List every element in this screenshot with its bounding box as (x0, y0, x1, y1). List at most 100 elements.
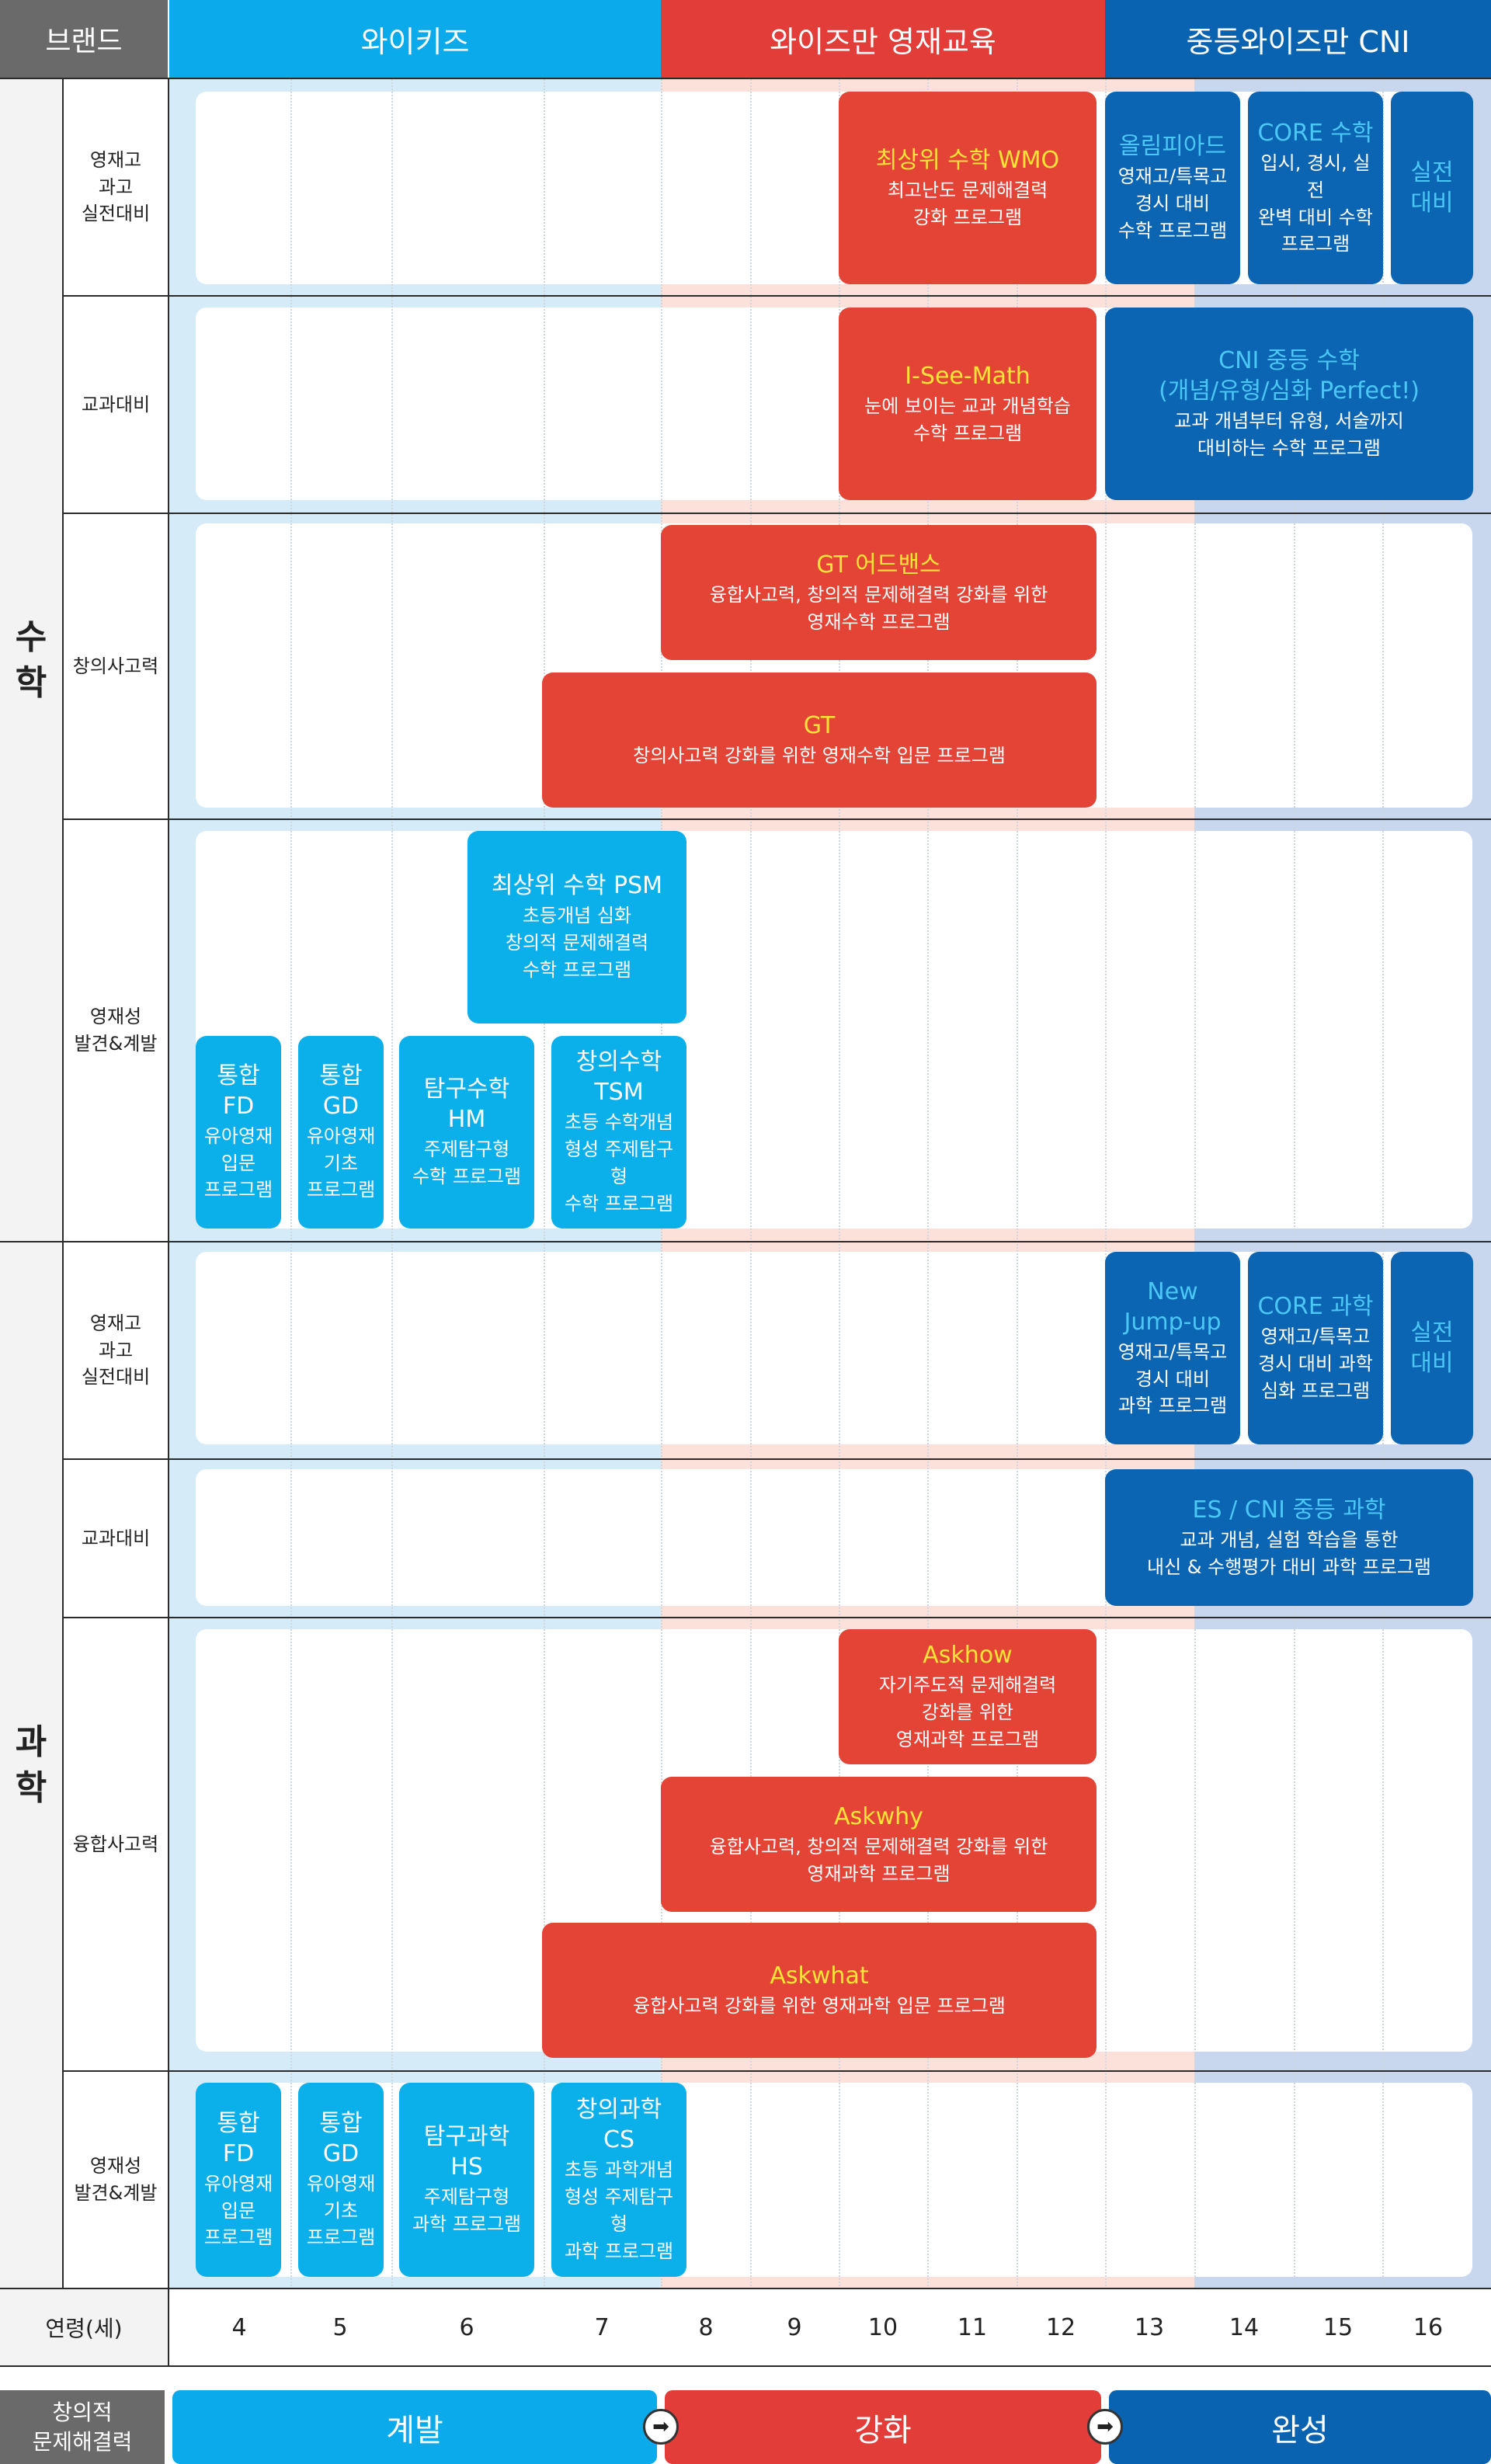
program-title: Askhow (923, 1642, 1013, 1670)
program-gt-advance[interactable]: GT 어드밴스 융합사고력, 창의적 문제해결력 강화를 위한 영재수학 프로그… (661, 525, 1097, 660)
category-cell: 교과대비 (64, 297, 168, 513)
category-cell: 영재고 과고 실전대비 (64, 79, 168, 295)
program-i-see-math[interactable]: I-See-Math 눈에 보이는 교과 개념학습 수학 프로그램 (839, 308, 1097, 500)
program-core-math[interactable]: CORE 수학 입시, 경시, 실전 완벽 대비 수학 프로그램 (1248, 92, 1383, 284)
program-title: 최상위 수학 WMO (875, 146, 1060, 174)
divider-horizontal (64, 1458, 1491, 1460)
program-es-cni-science[interactable]: ES / CNI 중등 과학 교과 개념, 실험 학습을 통한 내신 & 수행평… (1105, 1469, 1473, 1606)
header-wisemann: 와이즈만 영재교육 (661, 0, 1105, 78)
age-5: 5 (332, 2313, 348, 2341)
program-hs[interactable]: 탐구과학 HS 주제탐구형 과학 프로그램 (399, 2083, 534, 2277)
program-title: Askwhy (834, 1802, 923, 1830)
subject-science-cell: 과 학 (0, 1242, 62, 2288)
age-9: 9 (787, 2313, 802, 2341)
program-title: CORE 과학 (1257, 1293, 1374, 1321)
program-title: 실전 대비 (1410, 159, 1454, 217)
program-askhow[interactable]: Askhow 자기주도적 문제해결력 강화를 위한 영재과학 프로그램 (839, 1629, 1097, 1764)
program-desc: 융합사고력, 창의적 문제해결력 강화를 위한 영재과학 프로그램 (709, 1835, 1048, 1885)
program-desc: 유아영재 기초 프로그램 (306, 2172, 376, 2249)
grid-line (1017, 79, 1018, 2289)
subject-math-cell: 수 학 (0, 79, 62, 1241)
program-wmo[interactable]: 최상위 수학 WMO 최고난도 문제해결력 강화 프로그램 (839, 92, 1097, 284)
age-14: 14 (1229, 2313, 1260, 2341)
category-cell: 융합사고력 (64, 1618, 168, 2070)
program-practice-math[interactable]: 실전 대비 (1391, 92, 1473, 284)
footer-label: 창의적 문제해결력 (0, 2390, 165, 2464)
program-title: 탐구과학 HS (423, 2123, 510, 2181)
age-row-label: 연령(세) (0, 2289, 168, 2365)
program-olympiad[interactable]: 올림피아드 영재고/특목고 경시 대비 수학 프로그램 (1105, 92, 1240, 284)
category-math-textbook: 교과대비 (81, 393, 151, 415)
program-title: GT (803, 712, 836, 740)
age-11: 11 (957, 2313, 988, 2341)
grid-line (544, 79, 545, 2289)
program-desc: 영재고/특목고 경시 대비 과학 프로그램 (1117, 1340, 1228, 1417)
arrow-right-icon: ➡ (643, 2409, 679, 2445)
program-math-fd[interactable]: 통합 FD 유아영재 입문 프로그램 (196, 1036, 281, 1229)
divider-horizontal (64, 818, 1491, 820)
program-desc: 유아영재 입문 프로그램 (203, 1124, 273, 1201)
program-desc: 주제탐구형 과학 프로그램 (412, 2186, 522, 2235)
stage-strengthen: 강화 (665, 2390, 1101, 2464)
program-new-jump-up[interactable]: New Jump-up 영재고/특목고 경시 대비 과학 프로그램 (1105, 1252, 1240, 1444)
program-title: 탐구수학 HM (423, 1076, 510, 1134)
program-title: CORE 수학 (1257, 119, 1374, 147)
divider-horizontal (64, 1617, 1491, 1618)
program-title: 창의수학 TSM (575, 1048, 662, 1107)
age-4: 4 (231, 2313, 247, 2341)
program-tsm[interactable]: 창의수학 TSM 초등 수학개념 형성 주제탐구형 수학 프로그램 (551, 1036, 686, 1229)
program-title: 실전 대비 (1410, 1319, 1454, 1377)
program-cs[interactable]: 창의과학 CS 초등 과학개념 형성 주제탐구형 과학 프로그램 (551, 2083, 686, 2277)
age-13: 13 (1134, 2313, 1165, 2341)
grid-line (1105, 79, 1107, 2289)
category-cell: 교과대비 (64, 1460, 168, 1617)
program-desc: 눈에 보이는 교과 개념학습 수학 프로그램 (864, 394, 1071, 444)
grid-line (750, 79, 752, 2289)
program-title: 올림피아드 (1119, 133, 1226, 161)
program-title: CNI 중등 수학 (개념/유형/심화 Perfect!) (1159, 347, 1420, 405)
program-title: New Jump-up (1124, 1277, 1222, 1336)
program-desc: 교과 개념부터 유형, 서술까지 대비하는 수학 프로그램 (1174, 410, 1404, 459)
program-title: 창의과학 CS (575, 2096, 662, 2154)
program-science-gd[interactable]: 통합 GD 유아영재 기초 프로그램 (298, 2083, 384, 2277)
category-cell: 영재성 발견&계발 (64, 820, 168, 1241)
program-psm[interactable]: 최상위 수학 PSM 초등개념 심화 창의적 문제해결력 수학 프로그램 (467, 831, 686, 1023)
program-gt[interactable]: GT 창의사고력 강화를 위한 영재수학 입문 프로그램 (542, 672, 1097, 808)
program-desc: 주제탐구형 수학 프로그램 (412, 1138, 522, 1187)
category-sci-prep: 영재고 과고 실전대비 (81, 1312, 151, 1388)
row-panel-math-gifted (196, 831, 1472, 1229)
program-desc: 융합사고력, 창의적 문제해결력 강화를 위한 영재수학 프로그램 (709, 583, 1048, 633)
grid-line (391, 79, 393, 2289)
age-12: 12 (1045, 2313, 1076, 2341)
header-brand: 브랜드 (0, 0, 168, 78)
program-askwhat[interactable]: Askwhat 융합사고력 강화를 위한 영재과학 입문 프로그램 (542, 1923, 1097, 2058)
program-desc: 유아영재 입문 프로그램 (203, 2172, 273, 2249)
arrow-right-icon: ➡ (1087, 2409, 1123, 2445)
program-desc: 최고난도 문제해결력 강화 프로그램 (887, 179, 1048, 228)
category-math-gifted: 영재성 발견&계발 (74, 1006, 158, 1055)
stage-develop: 계발 (172, 2390, 657, 2464)
age-8: 8 (698, 2313, 714, 2341)
program-math-gd[interactable]: 통합 GD 유아영재 기초 프로그램 (298, 1036, 384, 1229)
program-core-science[interactable]: CORE 과학 영재고/특목고 경시 대비 과학 심화 프로그램 (1248, 1252, 1383, 1444)
program-desc: 자기주도적 문제해결력 강화를 위한 영재과학 프로그램 (878, 1674, 1057, 1750)
program-title: Askwhat (770, 1962, 869, 1990)
subject-math-label: 수 학 (15, 617, 47, 703)
category-sci-gifted: 영재성 발견&계발 (74, 2155, 158, 2204)
stage-complete: 완성 (1109, 2390, 1491, 2464)
program-title: 최상위 수학 PSM (491, 872, 663, 900)
program-science-fd[interactable]: 통합 FD 유아영재 입문 프로그램 (196, 2083, 281, 2277)
category-cell: 영재성 발견&계발 (64, 2072, 168, 2288)
program-practice-science[interactable]: 실전 대비 (1391, 1252, 1473, 1444)
program-desc: 초등개념 심화 창의적 문제해결력 수학 프로그램 (505, 905, 649, 981)
program-hm[interactable]: 탐구수학 HM 주제탐구형 수학 프로그램 (399, 1036, 534, 1229)
program-askwhy[interactable]: Askwhy 융합사고력, 창의적 문제해결력 강화를 위한 영재과학 프로그램 (661, 1777, 1097, 1912)
program-desc: 초등 수학개념 형성 주제탐구형 수학 프로그램 (564, 1111, 674, 1215)
grid-line (1194, 79, 1196, 2289)
program-cni-math[interactable]: CNI 중등 수학 (개념/유형/심화 Perfect!) 교과 개념부터 유형… (1105, 308, 1473, 500)
divider-horizontal (0, 1241, 1491, 1242)
divider-horizontal (0, 78, 1491, 79)
program-desc: 융합사고력 강화를 위한 영재과학 입문 프로그램 (633, 1995, 1006, 2017)
grid-line (839, 79, 840, 2289)
divider-vertical (62, 79, 64, 2288)
